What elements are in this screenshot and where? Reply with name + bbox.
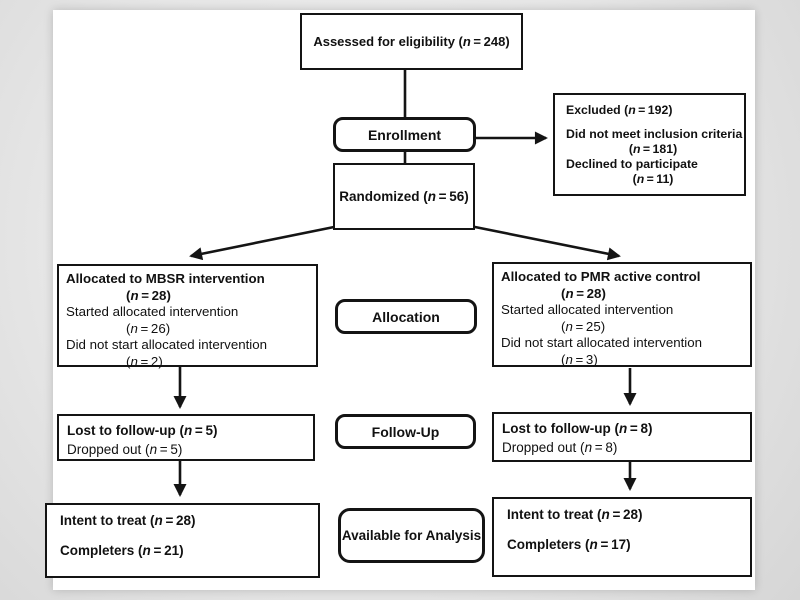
allocation-mbsr-item-1-count: (n = 26) bbox=[126, 320, 171, 336]
excluded-reason-row: Declined to participate (n = 11) bbox=[566, 157, 740, 187]
allocation-mbsr-box: Allocated to MBSR intervention (n = 28) … bbox=[57, 264, 318, 369]
stage-analysis-label: Available for Analysis bbox=[341, 528, 482, 543]
allocation-mbsr-title: Allocated to MBSR intervention bbox=[66, 271, 265, 286]
allocation-pmr-box: Allocated to PMR active control (n = 28)… bbox=[492, 262, 752, 367]
allocation-pmr-title-count: (n = 28) bbox=[561, 285, 606, 301]
allocation-pmr-item-2-label: Did not start allocated intervention bbox=[501, 335, 703, 350]
allocation-mbsr-item-1-label: Started allocated intervention bbox=[66, 304, 239, 319]
followup-mbsr-line2: Dropped out (n = 5) bbox=[67, 442, 183, 457]
analysis-pmr-box: Intent to treat (n = 28) Completers (n =… bbox=[492, 497, 752, 577]
analysis-pmr-line2: Completers (n = 17) bbox=[507, 537, 631, 552]
allocation-mbsr-item-2-label: Did not start allocated intervention bbox=[66, 337, 268, 352]
followup-mbsr-box: Lost to follow-up (n = 5) Dropped out (n… bbox=[57, 414, 315, 461]
stage-enrollment-label: Enrollment bbox=[367, 126, 442, 143]
excluded-reason-row: Did not meet inclusion criteria (n = 181… bbox=[566, 127, 743, 157]
stage-followup-box: Follow-Up bbox=[335, 414, 476, 449]
stage-enrollment-box: Enrollment bbox=[333, 117, 476, 152]
excluded-reason-2-count: (n = 11) bbox=[632, 172, 674, 186]
analysis-mbsr-box: Intent to treat (n = 28) Completers (n =… bbox=[45, 503, 320, 578]
allocation-mbsr-item-2-count: (n = 2) bbox=[126, 353, 163, 369]
followup-pmr-line1: Lost to follow-up (n = 8) bbox=[502, 421, 653, 436]
followup-pmr-line2: Dropped out (n = 8) bbox=[502, 440, 618, 455]
allocation-pmr-item-1-count: (n = 25) bbox=[561, 318, 606, 334]
stage-allocation-label: Allocation bbox=[372, 308, 440, 325]
analysis-mbsr-line2: Completers (n = 21) bbox=[60, 543, 184, 558]
analysis-pmr-line1: Intent to treat (n = 28) bbox=[507, 507, 643, 522]
allocation-pmr-item-2-count: (n = 3) bbox=[561, 351, 598, 367]
assessed-eligibility-text: Assessed for eligibility (n = 248) bbox=[313, 34, 510, 49]
followup-pmr-box: Lost to follow-up (n = 8) Dropped out (n… bbox=[492, 412, 752, 462]
allocation-pmr-title: Allocated to PMR active control bbox=[501, 269, 701, 284]
stage-analysis-box: Available for Analysis bbox=[338, 508, 485, 563]
randomized-text: Randomized (n = 56) bbox=[339, 189, 469, 204]
excluded-reason-1-label: Did not meet inclusion criteria bbox=[566, 127, 743, 141]
randomized-box: Randomized (n = 56) bbox=[333, 163, 475, 230]
excluded-reason-1-count: (n = 181) bbox=[628, 142, 678, 156]
excluded-reason-2-label: Declined to participate bbox=[566, 157, 698, 171]
stage-followup-label: Follow-Up bbox=[371, 423, 440, 440]
assessed-eligibility-box: Assessed for eligibility (n = 248) bbox=[300, 13, 523, 70]
followup-mbsr-line1: Lost to follow-up (n = 5) bbox=[67, 423, 218, 438]
analysis-mbsr-line1: Intent to treat (n = 28) bbox=[60, 513, 196, 528]
allocation-pmr-item-1-label: Started allocated intervention bbox=[501, 302, 674, 317]
allocation-mbsr-title-count: (n = 28) bbox=[126, 287, 171, 303]
stage-allocation-box: Allocation bbox=[335, 299, 477, 334]
excluded-box: Excluded (n = 192) Did not meet inclusio… bbox=[553, 93, 746, 196]
excluded-title: Excluded (n = 192) bbox=[566, 103, 673, 117]
